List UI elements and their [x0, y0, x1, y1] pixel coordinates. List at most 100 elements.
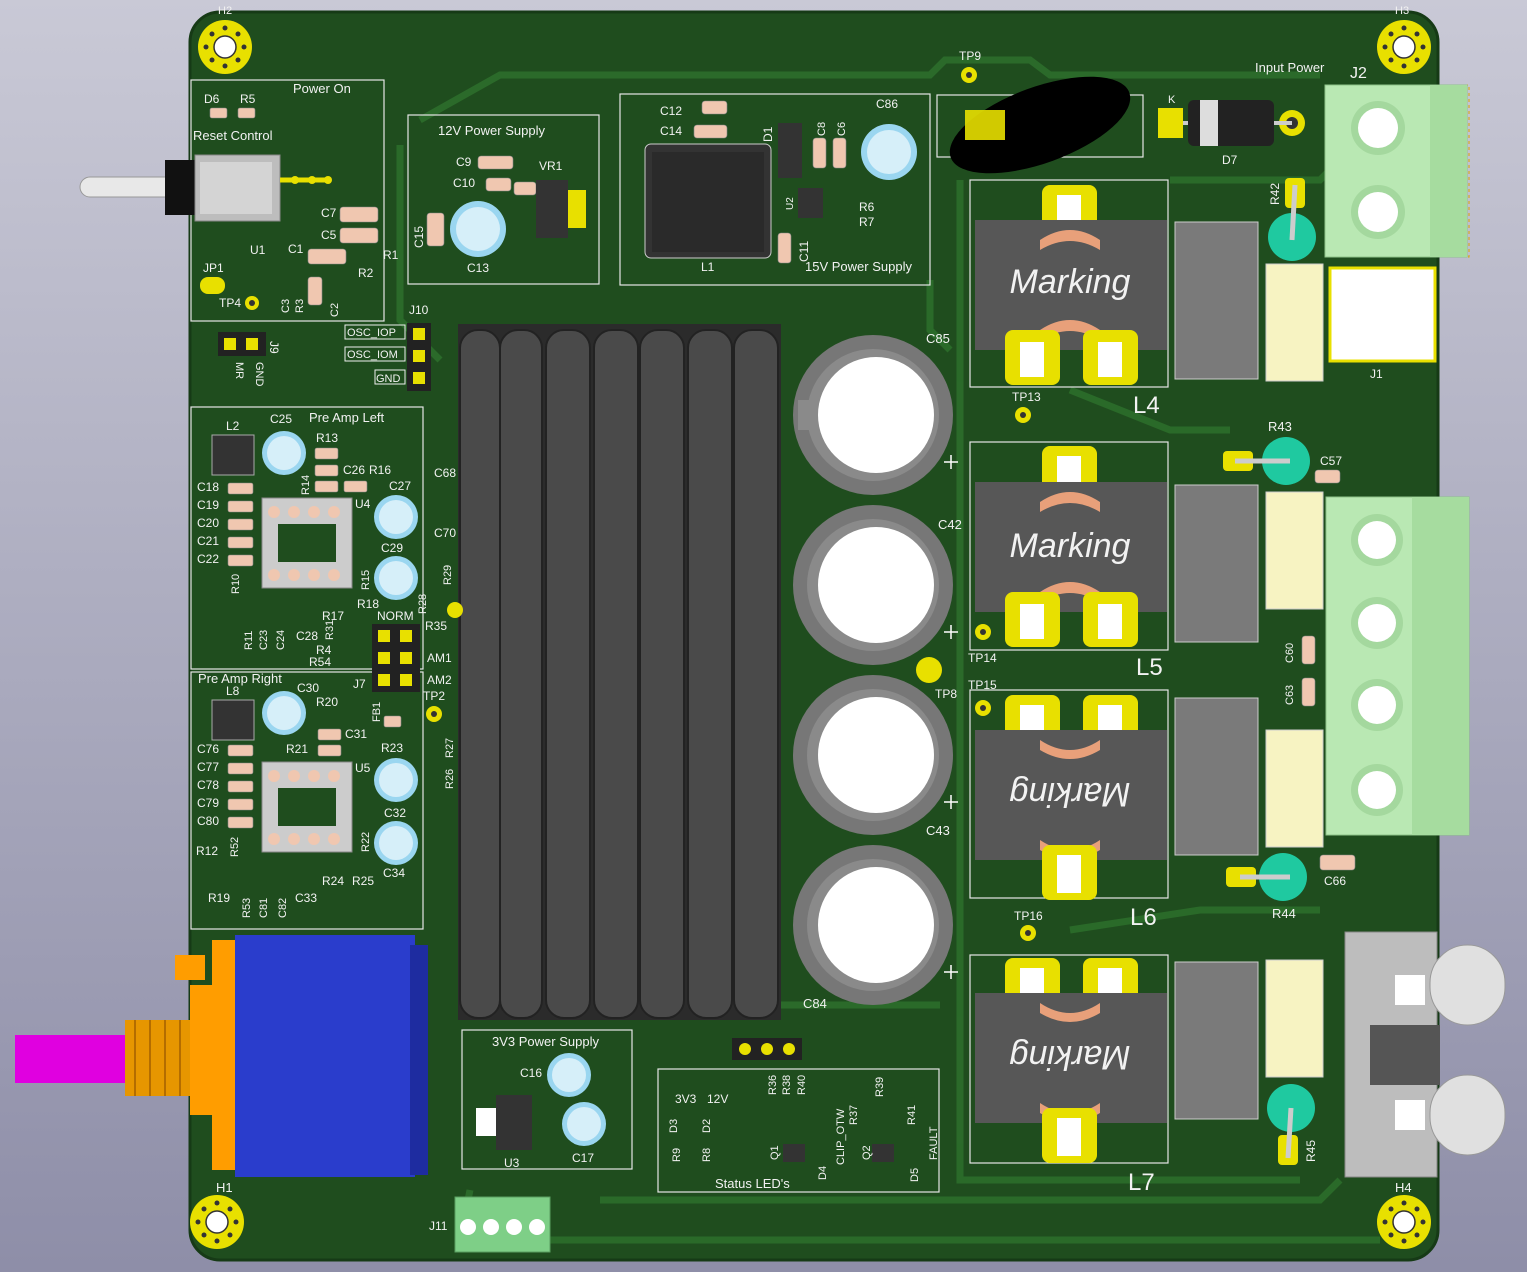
label-j11: J11 [429, 1219, 448, 1233]
ref-designator: R29 [442, 565, 454, 585]
label-gnd-j10: GND [376, 373, 401, 385]
ref-designator: R12 [196, 844, 218, 858]
ref-designator: R20 [316, 695, 338, 709]
ref-designator: R22 [360, 832, 372, 852]
ref-designator: R40 [796, 1075, 808, 1095]
inductor-marking: Marking [1010, 527, 1131, 565]
ref-designator: D2 [701, 1119, 713, 1133]
ref-designator: R16 [369, 463, 391, 477]
ref-designator: R37 [848, 1105, 860, 1125]
ref-designator: R5 [240, 92, 256, 106]
ref-designator: C30 [297, 681, 319, 695]
ref-designator: C81 [258, 898, 270, 918]
ref-designator: C57 [1320, 454, 1342, 468]
ref-designator: R14 [300, 475, 312, 495]
inductor-marking: Marking [1009, 775, 1130, 813]
ref-designator: FAULT [928, 1126, 940, 1160]
ref-designator: C26 [343, 463, 365, 477]
ref-designator: R2 [358, 266, 374, 280]
test-points: TP9 TP13 TP14 TP15 TP16 TP8 TP2 TP4 [219, 49, 1043, 941]
label-r43: R43 [1268, 419, 1292, 434]
ref-designator: R36 [767, 1075, 779, 1095]
output-inductors: Marking Marking Marking [975, 185, 1167, 1196]
ref-designator: U2 [785, 197, 796, 210]
ref-designator: C34 [383, 866, 405, 880]
ref-designator: U4 [355, 497, 371, 511]
ref-designator: D4 [817, 1166, 829, 1180]
ref-designator: D6 [204, 92, 220, 106]
ref-designator: C29 [381, 541, 403, 555]
ref-designator: C27 [389, 479, 411, 493]
ref-designator: R31 [324, 620, 336, 640]
label-j9: J9 [267, 341, 281, 354]
ref-designator: C28 [296, 629, 318, 643]
ref-designator: R17 [322, 609, 344, 623]
volume-potentiometer [15, 935, 428, 1177]
smd-components [209, 100, 1356, 871]
silkscreen-boxes [190, 79, 1169, 1193]
label-h2: H2 [218, 5, 232, 17]
ref-designator: C12 [660, 104, 682, 118]
ref-designator: C23 [258, 630, 270, 650]
ref-designator: D5 [909, 1168, 921, 1182]
ref-designator: C18 [197, 480, 219, 494]
label-tp14: TP14 [968, 651, 997, 665]
section-preamp-right: Pre Amp Right [198, 671, 282, 686]
ref-designator: R4 [316, 643, 332, 657]
ref-designator: C80 [197, 814, 219, 828]
inductor-l6: Marking [975, 695, 1167, 900]
ref-designator: C70 [434, 526, 456, 540]
inductor-l4: Marking [975, 185, 1167, 385]
ref-designator: C19 [197, 498, 219, 512]
small-electrolytic-caps [262, 124, 917, 1146]
ref-designator: C31 [345, 727, 367, 741]
label-r42: R42 [1268, 183, 1282, 205]
ref-designator: R11 [243, 631, 255, 650]
ref-designator: D3 [668, 1119, 680, 1133]
ref-designator: U5 [355, 761, 371, 775]
ref-designator: L1 [701, 260, 715, 274]
usb-connector-j1: J1 [1328, 266, 1437, 381]
ref-designator: L8 [226, 684, 240, 698]
label-c42: C42 [938, 517, 962, 532]
ref-designator: C14 [660, 124, 682, 138]
label-l5: L5 [1136, 654, 1163, 681]
ref-designator: C77 [197, 760, 219, 774]
ref-designator: Q1 [769, 1145, 781, 1160]
ref-designator: C79 [197, 796, 219, 810]
ref-designator: R23 [381, 741, 403, 755]
label-osc-iop: OSC_IOP [347, 327, 396, 339]
label-r44: R44 [1272, 906, 1296, 921]
ref-designator: C15 [412, 226, 426, 248]
rca-input-jacks [1344, 931, 1506, 1178]
ref-designator: R21 [286, 742, 308, 756]
ref-designator: R38 [781, 1075, 793, 1095]
ref-designator: C11 [797, 241, 811, 262]
ic-packages [211, 123, 894, 1162]
label-am1: AM1 [427, 651, 452, 665]
label-j7: J7 [353, 677, 366, 691]
label-l7: L7 [1128, 1169, 1155, 1196]
ref-designator: C68 [434, 466, 456, 480]
ref-designator: C6 [836, 122, 848, 136]
speaker-output-terminal [1325, 496, 1470, 836]
label-h4: H4 [1395, 1180, 1412, 1195]
inductor-marking: Marking [1010, 263, 1131, 301]
bulk-capacitors: C85 C42 C43 C84 [793, 331, 962, 1011]
ref-designator: R10 [230, 574, 242, 594]
ref-designator: R7 [859, 215, 875, 229]
ref-designator: R28 [417, 594, 429, 614]
ref-designator: C7 [321, 206, 337, 220]
ref-designator: R8 [701, 1148, 713, 1162]
inductor-marking: Marking [1009, 1038, 1130, 1076]
ref-designator: C86 [876, 97, 898, 111]
preamp-smd-stack [227, 482, 254, 829]
label-c85: C85 [926, 331, 950, 346]
ref-designator: R25 [352, 874, 374, 888]
label-tp15: TP15 [968, 678, 997, 692]
ref-designator: C20 [197, 516, 219, 530]
section-input-power: Input Power [1255, 60, 1325, 75]
ref-designator: U1 [250, 243, 266, 257]
inductor-l7: Marking [975, 958, 1167, 1163]
